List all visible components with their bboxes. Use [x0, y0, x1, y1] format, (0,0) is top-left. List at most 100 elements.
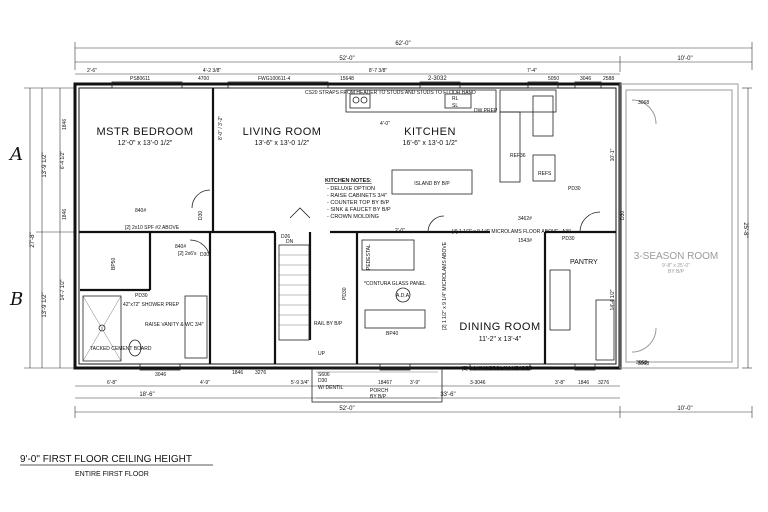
living-room-size: 13'-6" x 13'-0 1/2": [255, 140, 310, 147]
label-ref: REF36: [510, 153, 526, 159]
header-840a: 840#: [135, 208, 146, 214]
dimension-lines: 62'-0" 52'-0" 10'-0" 2'-6" 4'-2 3/8" 8'-…: [24, 41, 753, 418]
vanity-label: RAISE VANITY & WC 3/4": [145, 322, 204, 328]
dim-bot-seg3: 5'-9 3/4": [291, 380, 310, 386]
label-dw: DW PREP: [474, 108, 498, 114]
kitchen-notes: KITCHEN NOTES: - DELUXE OPTION - RAISE C…: [325, 178, 391, 220]
ada-label: A.D.A: [396, 293, 410, 299]
dim-bot-seg5: 3'-8": [555, 380, 565, 386]
living-room-name: LIVING ROOM: [243, 126, 322, 138]
header-2x10: [2] 2x10 SPF #2 ABOVE: [125, 225, 180, 231]
three-season-room: 3068 3068 3-SEASON ROOM 9'-8" x 25'-0" B…: [619, 83, 739, 369]
dim-bottom-left: 18'-6": [139, 392, 154, 398]
label-pd30-a: PD30: [568, 186, 581, 192]
dim-top-seg3: 8'-7 3/8": [369, 68, 388, 74]
windows-top: PS80611 FWG100611-4 15648 2-3032 5050 30…: [111, 76, 614, 89]
window-tag-w3: 15648: [340, 76, 354, 82]
dim-bot-seg2: 4'-9": [200, 380, 210, 386]
living-vert-dim: 8'-0" / 3'-2": [218, 116, 224, 140]
dim-porch-bottom: 10'-0": [677, 406, 692, 412]
kitchen-note-4: - SINK & FAUCET BY B/P: [327, 207, 391, 213]
label-rail: RAIL BY B/P: [314, 321, 343, 327]
label-bp50: BP50: [111, 258, 117, 270]
kitchen-note-1: - DELUXE OPTION: [327, 186, 375, 192]
label-rl: RL: [452, 96, 459, 102]
dim-left-upper: 13'-9 1/2": [42, 152, 48, 177]
title-block: 9'-0" FIRST FLOOR CEILING HEIGHT ENTIRE …: [20, 454, 213, 478]
label-a30: A30: [562, 229, 571, 235]
window-tag-w13: 1846: [578, 380, 589, 386]
dim-left-total: 27'-8": [30, 232, 36, 247]
label-d30-pantry: D30: [620, 211, 626, 220]
dim-bottom-mid: 33'-6": [440, 392, 455, 398]
window-tag-w18: 3068: [638, 361, 649, 367]
label-width-2ft: 2'-0": [395, 228, 405, 234]
grid-marker-a: A: [8, 144, 23, 165]
stairs: DN RAIL BY B/P UP: [278, 207, 343, 357]
title-ceiling-height: 9'-0" FIRST FLOOR CEILING HEIGHT: [20, 454, 192, 465]
window-tag-w9: 1846: [232, 370, 243, 376]
label-d30-b: D30: [200, 252, 209, 258]
window-tag-w6: 3046: [580, 76, 591, 82]
label-pd30-b: PD30: [135, 293, 148, 299]
load-3462: 3462#: [518, 216, 532, 222]
porch-label: PORCH: [370, 388, 388, 394]
microlam-label-2: [2] 1 1/2" x 9 1/4" MICROLAMS ABOVE: [442, 241, 448, 330]
window-tag-w10: 3276: [255, 370, 266, 376]
dim-inner-left-1: 6'-4 1/2": [60, 151, 66, 170]
pantry-name: PANTRY: [570, 259, 598, 266]
label-up: UP: [318, 351, 326, 357]
label-refs: REFS: [538, 171, 552, 177]
dining-room-name: DINING ROOM: [459, 321, 540, 333]
kitchen-note-5: - CROWN MOLDING: [327, 214, 379, 220]
dim-left-lower: 13'-9 1/2": [42, 292, 48, 317]
dim-inner-left-2: 14'-7 1/2": [60, 279, 66, 300]
kitchen: DW PREP REF36 4'-0" RL SL REFS KITCHEN 1…: [345, 89, 581, 195]
dim-top-seg4: 7'-4": [527, 68, 537, 74]
dentil-label: W/ DENTIL: [318, 385, 343, 391]
window-tag-w12: 3-3046: [470, 380, 486, 386]
bathroom: 42"x72" SHOWER PREP RAISE VANITY & WC 3/…: [82, 239, 211, 362]
window-tag-w7: 2588: [603, 76, 614, 82]
header-840b: 840#: [175, 244, 186, 250]
kitchen-name: KITCHEN: [404, 126, 456, 138]
master-bedroom-name: MSTR BEDROOM: [96, 126, 193, 138]
dim-right-total: 25'-8": [742, 222, 748, 237]
season-room-by: BY B/P: [668, 269, 685, 275]
master-bedroom: MSTR BEDROOM 12'-0" x 13'-0 1/2" D30 840…: [96, 126, 211, 231]
porch: S606 D30 W/ DENTIL PORCH BY B/P 3068: [311, 360, 647, 403]
shower-label: 42"x72" SHOWER PREP: [123, 302, 180, 308]
window-tag-w17: 3068: [638, 100, 649, 106]
kitchen-note-3: - COUNTER TOP BY B/P: [327, 200, 390, 206]
dim-top-seg2: 4'-2 3/8": [203, 68, 222, 74]
season-room-name: 3-SEASON ROOM: [634, 251, 718, 262]
header-2x6: [2] 2x6's: [178, 251, 197, 257]
window-tag-w4: 2-3032: [428, 76, 447, 82]
island-label: ISLAND BY B/P: [414, 181, 450, 187]
dim-main-top: 52'-0": [339, 56, 354, 62]
label-d26: D26: [281, 234, 290, 240]
label-width-4ft: 4'-0": [380, 121, 390, 127]
dim-top-seg1: 2'-6": [87, 68, 97, 74]
window-tag-w2: FWG100611-4: [258, 76, 291, 82]
living-room: LIVING ROOM 13'-6" x 13'-0 1/2" CS20 STR…: [218, 90, 476, 240]
label-pd30-c: PD30: [342, 287, 348, 300]
microlam-label-3: [2] 9 1/4" MICROLAM HEADER: [462, 366, 533, 372]
windows-bottom: 3046 1846 3276 18467 3-3046 1846 3276 18…: [62, 119, 609, 386]
window-tag-w16: 1846: [62, 209, 68, 220]
porch-by-label: BY B/P: [370, 394, 387, 400]
title-subtitle: ENTIRE FIRST FLOOR: [75, 471, 149, 478]
dim-porch-top: 10'-0": [677, 56, 692, 62]
window-tag-w1: PS80611: [130, 76, 150, 82]
window-tag-w5: 5050: [548, 76, 559, 82]
season-room-size: 9'-8" x 25'-0": [662, 263, 690, 269]
glass-panel-label: *CONTURA GLASS PANEL: [364, 281, 426, 287]
microlam-label-1: [4] 1 1/2" x 9 1/4" MICROLAMS FLOOR ABOV…: [452, 229, 559, 235]
window-tag-w19: 4700: [198, 76, 209, 82]
dim-overall-top: 62'-0": [395, 41, 410, 47]
kitchen-note-2: - RAISE CABINETS 3/4": [327, 193, 387, 199]
window-tag-w8: 3046: [155, 372, 166, 378]
kitchen-size: 16'-6" x 13'-0 1/2": [403, 140, 458, 147]
dining-room: DINING ROOM 11'-2" x 13'-4" [4] 1 1/2" x…: [342, 215, 559, 372]
window-tag-w11: 18467: [378, 380, 392, 386]
